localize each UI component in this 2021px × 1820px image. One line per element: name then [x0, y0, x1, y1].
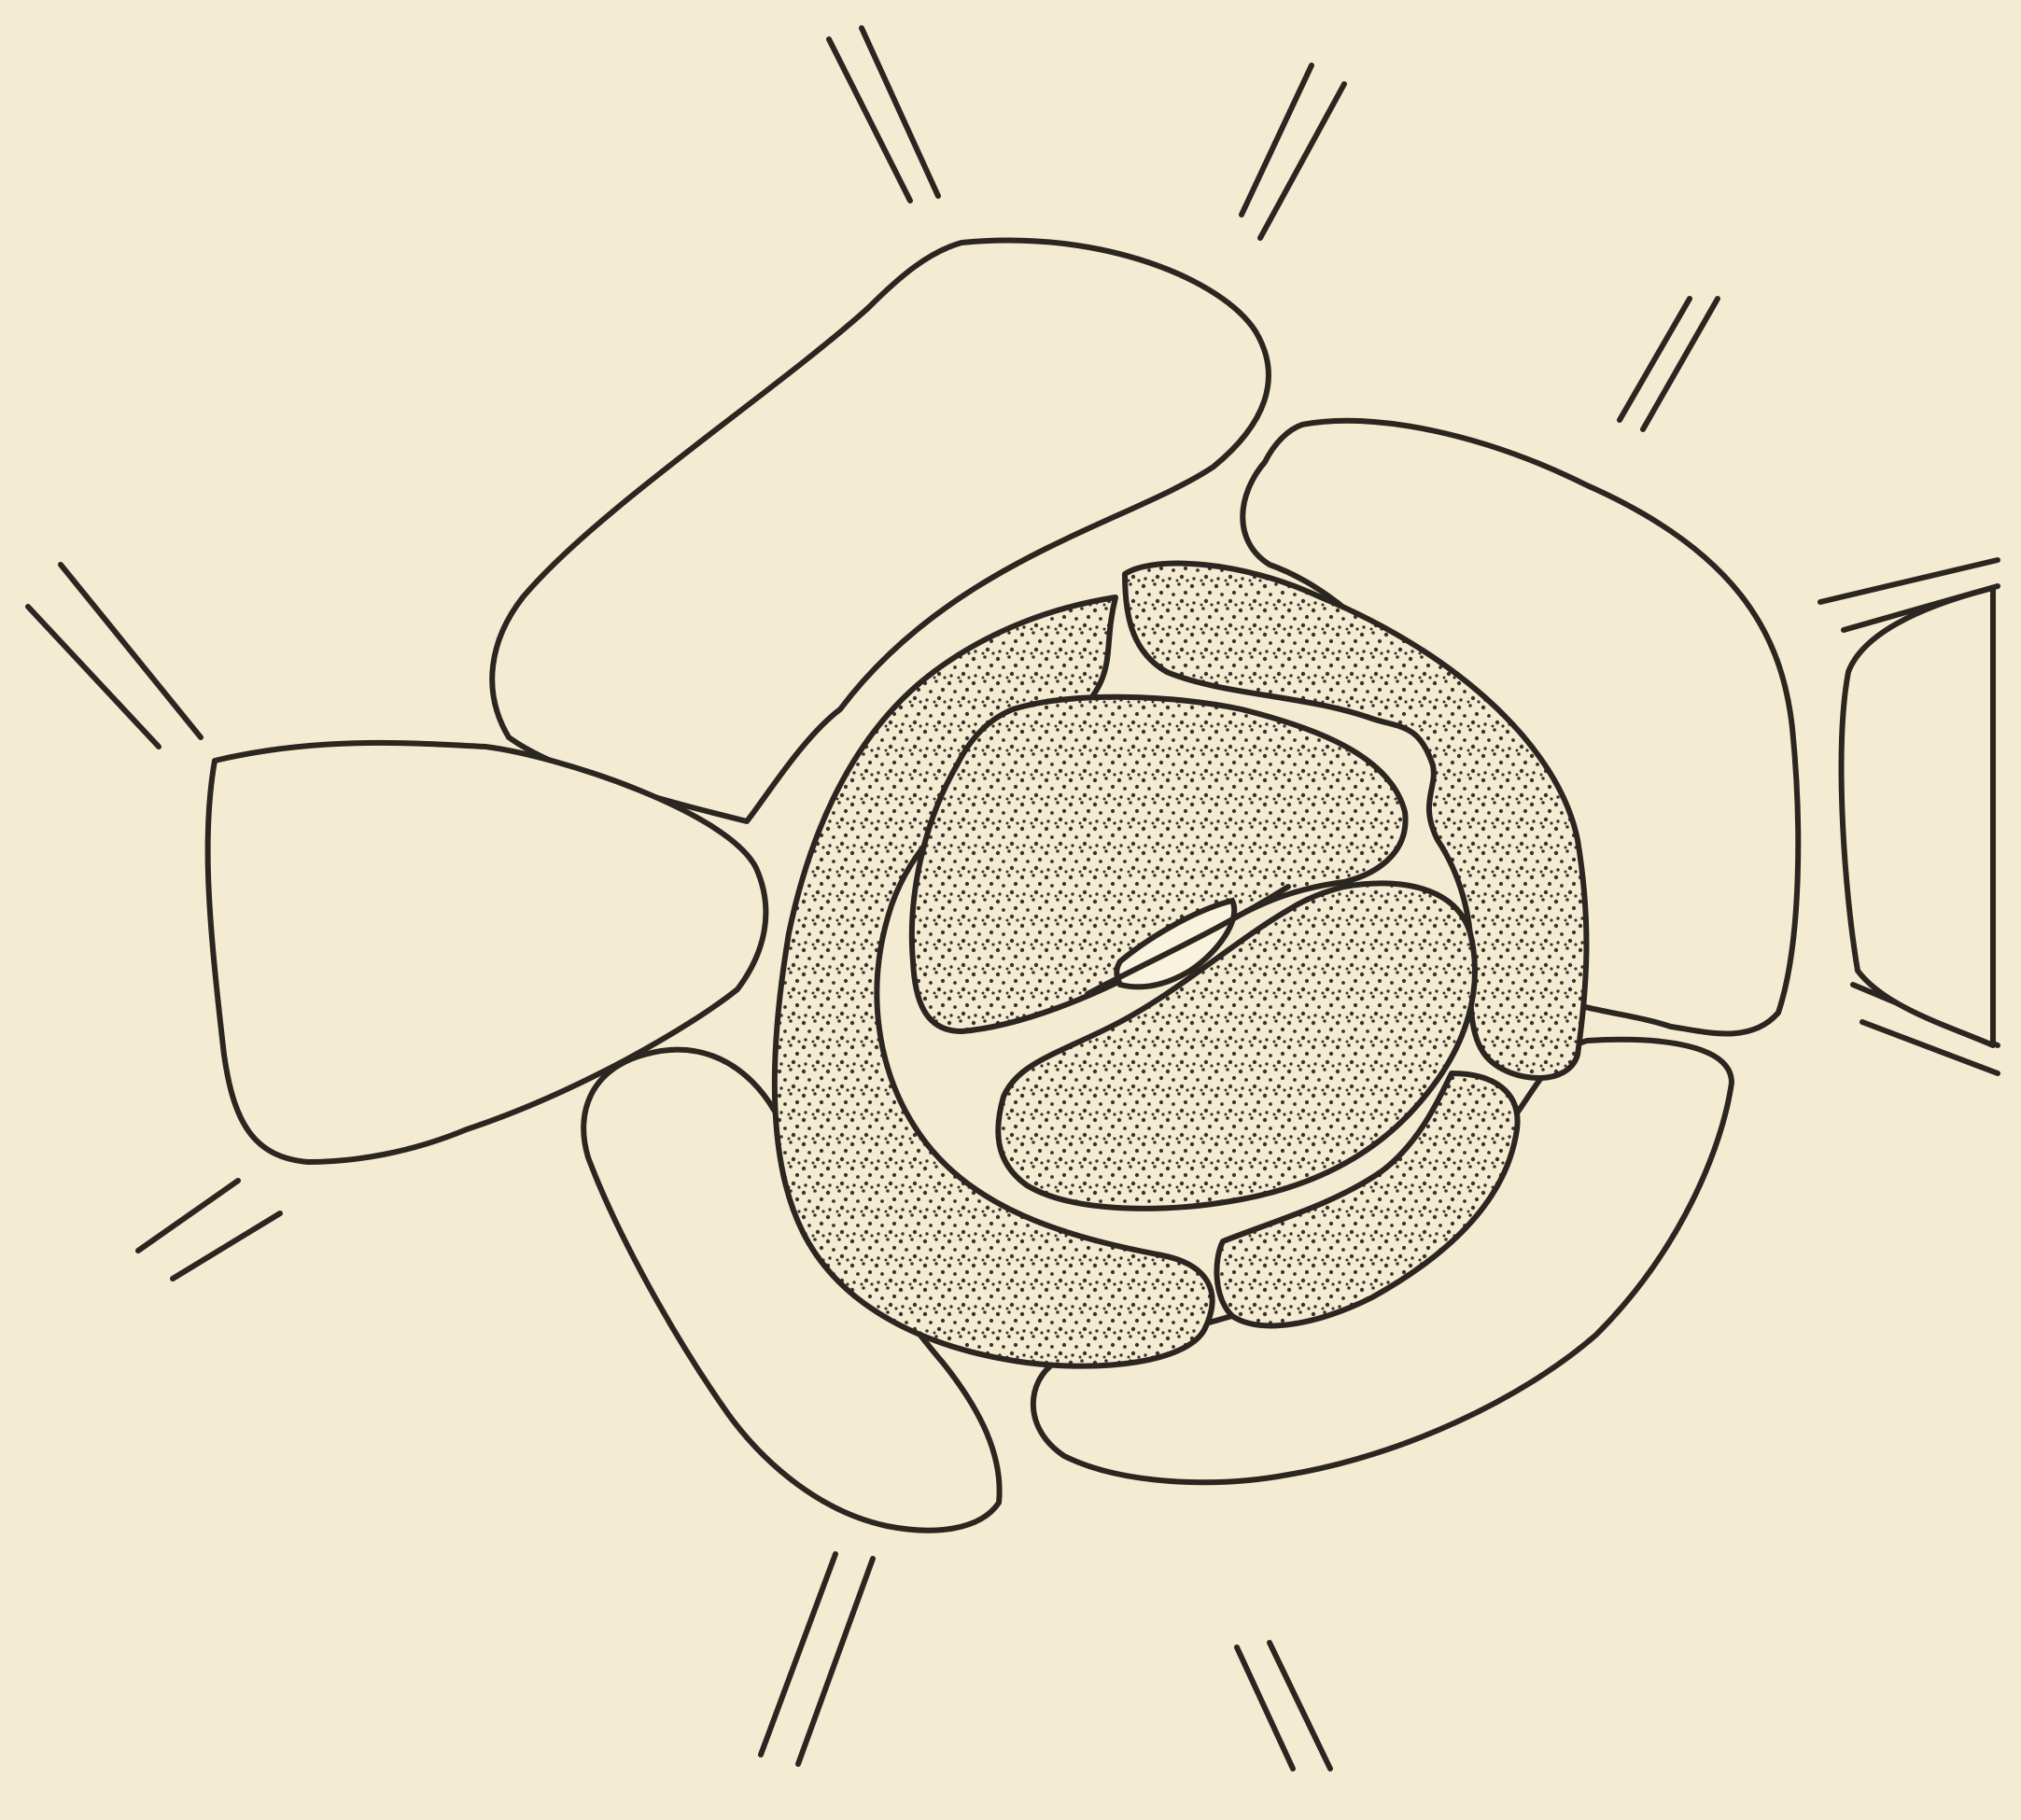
wall-stub-top-right-b — [1260, 84, 1344, 238]
wall-stub-bottom-b — [798, 1559, 873, 1764]
wall-stub-bottom-a — [761, 1554, 835, 1755]
wall-stub-left-a — [61, 565, 201, 737]
wall-stub-top-right-a — [1242, 65, 1312, 215]
wall-stub-right-top-a — [1620, 299, 1690, 420]
wall-stub-bottom-left-b — [173, 1213, 280, 1279]
epidermal-cell-far-right — [1842, 588, 1993, 1045]
wall-stub-top-left-b — [862, 28, 938, 196]
wall-stub-top-left-a — [829, 39, 910, 201]
wall-stub-bottom-right-a — [1237, 1647, 1293, 1769]
wall-stub-left-b — [28, 607, 159, 747]
wall-stub-bottom-left-a — [138, 1181, 238, 1251]
wall-stub-bottom-right-b — [1270, 1643, 1330, 1769]
